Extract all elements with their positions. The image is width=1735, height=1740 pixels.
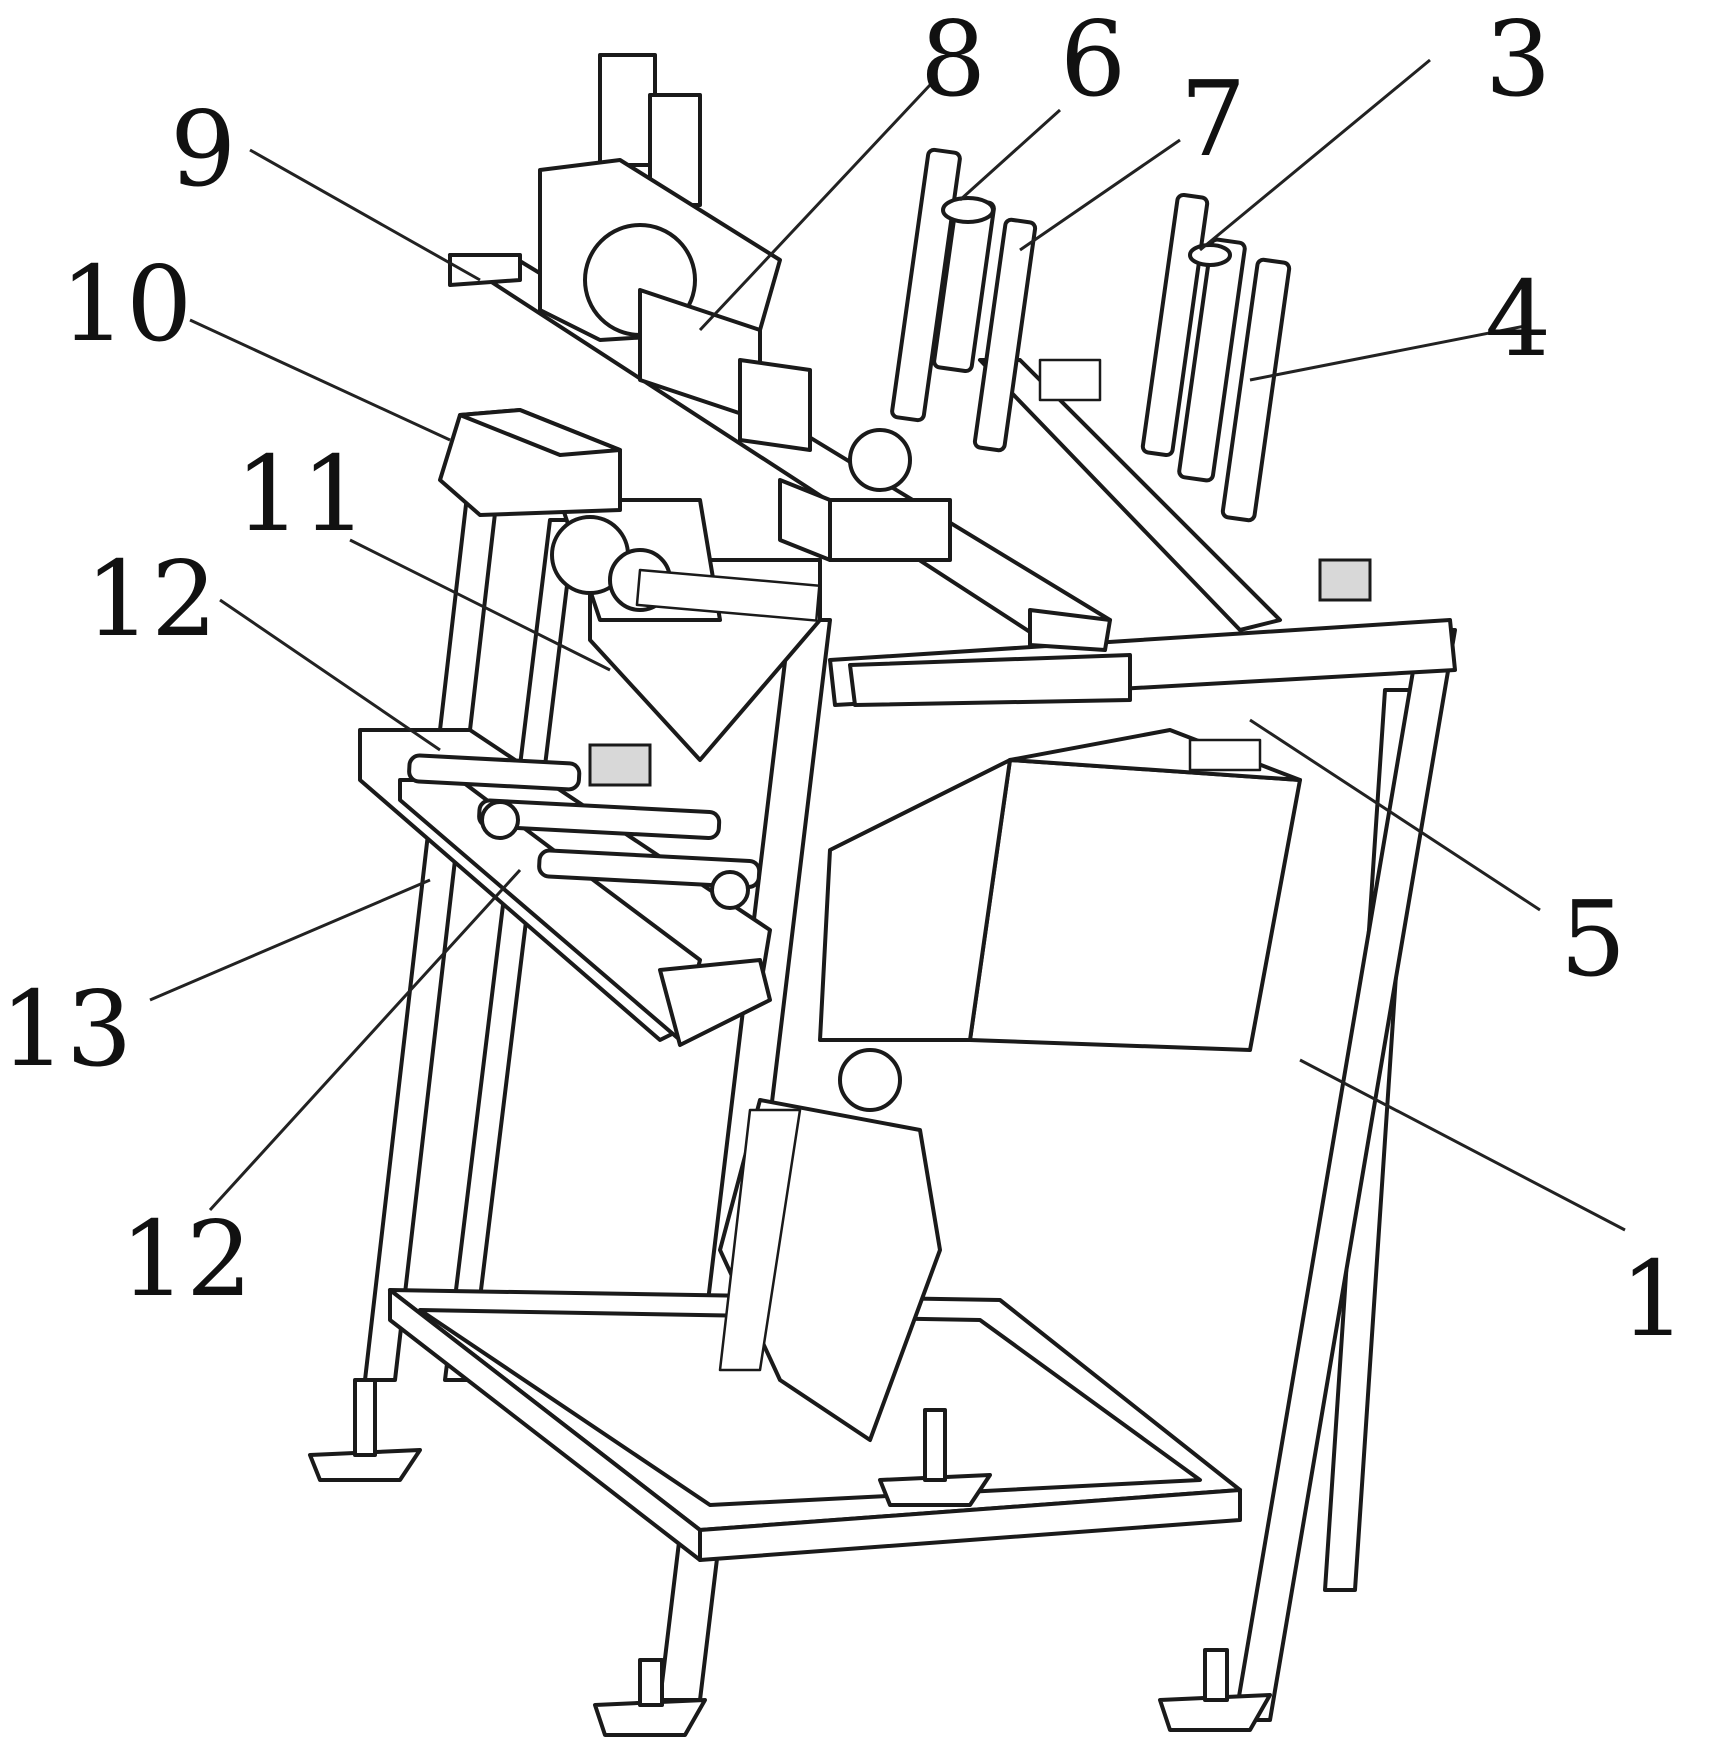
valve-block	[588, 743, 652, 787]
callout-3: 3	[1485, 0, 1551, 120]
cylinder-12b	[477, 798, 722, 841]
clamp-side	[778, 478, 832, 562]
right-beam-bracket	[1038, 358, 1102, 402]
foot-rod-rear-center	[923, 1408, 947, 1482]
column-left-1	[890, 147, 962, 423]
callout-12-lower: 12	[120, 1198, 252, 1320]
column-6-cap	[941, 196, 995, 224]
foot-rod-front-right	[1203, 1648, 1229, 1702]
foot-rod-front-left	[638, 1658, 664, 1707]
right-motor	[1318, 558, 1372, 602]
leader-4	[1249, 323, 1531, 382]
leader-13	[149, 878, 431, 1002]
callout-10: 10	[60, 243, 192, 365]
roller-a	[480, 800, 520, 840]
column-7	[972, 217, 1038, 453]
upper-table	[550, 498, 822, 762]
beam-end	[448, 253, 522, 287]
lower-cutter-body	[718, 1048, 942, 1442]
clamp-block	[828, 498, 952, 562]
foot-front-left	[593, 1698, 707, 1737]
block-10-top	[458, 408, 622, 457]
leader-7	[1019, 138, 1181, 252]
motor-housing	[818, 728, 1302, 1052]
columns	[890, 147, 1292, 523]
leader-12b	[208, 868, 522, 1212]
table-end-block	[658, 958, 772, 1047]
cylinder-13	[537, 848, 762, 889]
callout-5: 5	[1560, 878, 1626, 1000]
foot-rear-left	[308, 1448, 422, 1482]
callout-13: 13	[0, 968, 132, 1090]
column-3-cap	[1188, 243, 1232, 267]
frame	[363, 468, 1457, 1722]
callout-1: 1	[1620, 1238, 1686, 1360]
callout-7: 7	[1180, 58, 1246, 180]
block-10	[438, 408, 622, 517]
callout-12-upper: 12	[85, 538, 217, 660]
callout-11: 11	[235, 433, 367, 555]
lower-pulley	[838, 1048, 902, 1112]
bottom-frame-side	[388, 1288, 702, 1562]
housing-side	[818, 758, 1012, 1042]
callout-9: 9	[170, 88, 236, 210]
leader-9	[249, 148, 481, 282]
foot-front-right	[1158, 1693, 1272, 1732]
leader-8	[698, 83, 932, 332]
leader-lines	[149, 58, 1626, 1232]
leader-6	[958, 108, 1062, 202]
roller-b	[710, 870, 750, 910]
callout-6: 6	[1060, 0, 1126, 120]
leader-10	[189, 318, 451, 442]
block-8-end	[738, 358, 812, 452]
foot-rear-center	[878, 1473, 992, 1507]
leader-1	[1299, 1058, 1626, 1232]
lower-guide	[718, 1108, 802, 1372]
work-table	[358, 728, 772, 1047]
foot-rod-rear-left	[353, 1378, 377, 1457]
top-cylinder-a	[598, 53, 657, 167]
housing-front	[968, 758, 1302, 1052]
upper-guide-rail	[635, 568, 821, 622]
callout-labels: 1 3 4 5 6 7 8 9 10 11 12 12 13	[0, 0, 1686, 1360]
leader-11	[349, 538, 611, 672]
callout-8: 8	[920, 0, 986, 120]
housing-vent	[1188, 738, 1262, 772]
callout-4: 4	[1485, 258, 1551, 380]
leader-12a	[219, 598, 441, 752]
column-4	[1220, 257, 1292, 523]
beam-front-end	[1028, 608, 1112, 652]
leader-3	[1199, 58, 1431, 252]
leader-5	[1249, 718, 1541, 912]
top-front-clamp-bar	[848, 653, 1132, 707]
column-3	[1177, 237, 1247, 483]
cylinder-12a	[407, 753, 582, 792]
clamp-wheel	[848, 428, 912, 492]
center-clamp	[778, 428, 952, 562]
feet	[308, 1378, 1272, 1737]
top-motor-assembly	[538, 53, 812, 452]
